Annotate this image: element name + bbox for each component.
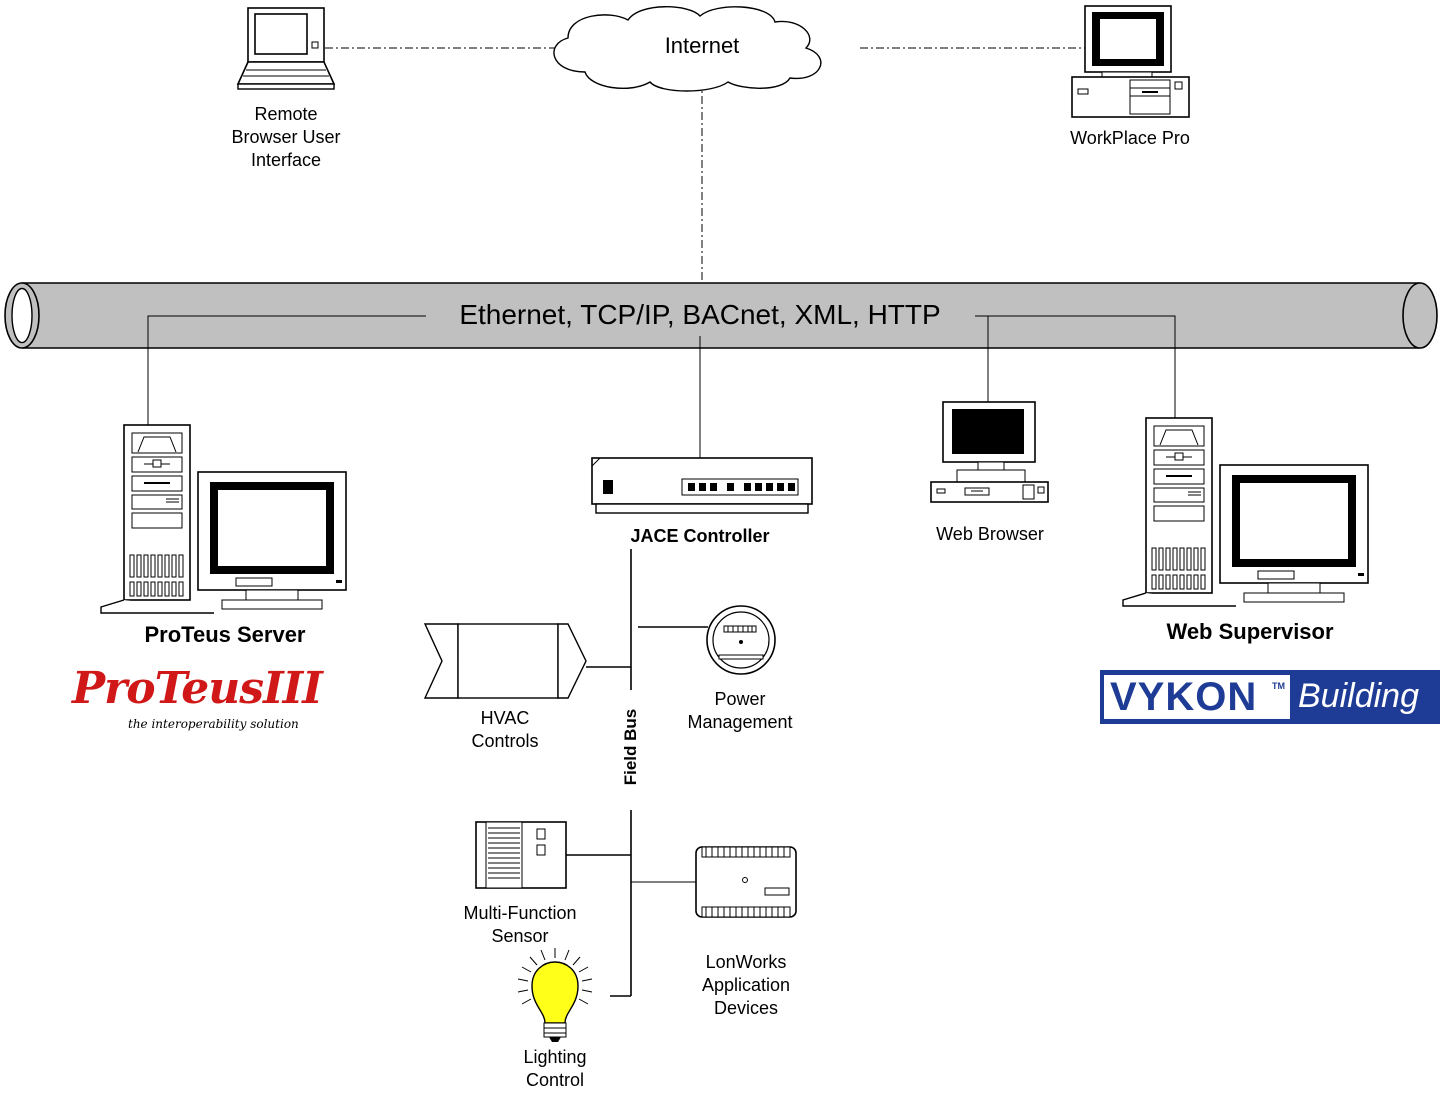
web-browser-icon	[930, 401, 1049, 503]
power-management-label: Power Management	[687, 689, 793, 732]
proteus-logo: ProTeusIII the interoperability solution	[68, 662, 324, 742]
proteus-logo-tagline: the interoperability solution	[128, 717, 299, 731]
vykon-logo-box: VYKON TM	[1104, 675, 1290, 719]
vykon-logo-text: VYKON	[1110, 675, 1258, 719]
lonworks-device-icon	[695, 846, 797, 918]
internet-links	[325, 47, 1085, 288]
web-supervisor-label: Web Supervisor	[1166, 619, 1334, 644]
multi-function-sensor-icon	[475, 821, 567, 889]
field-bus-line	[566, 549, 708, 997]
vykon-logo-tm: TM	[1272, 681, 1285, 691]
vykon-logo-suffix: Building	[1298, 677, 1419, 715]
proteus-server-label: ProTeus Server	[144, 622, 306, 647]
jace-controller-icon	[591, 457, 813, 514]
ethernet-label: Ethernet, TCP/IP, BACnet, XML, HTTP	[426, 298, 974, 332]
vykon-logo: VYKON TM Building	[1100, 670, 1440, 724]
jace-controller-label: JACE Controller	[630, 526, 770, 546]
remote-browser-label: Remote Browser User Interface	[231, 104, 341, 170]
field-bus-label: Field Bus	[621, 708, 640, 786]
multi-function-sensor-label: Multi-Function Sensor	[463, 903, 577, 946]
network-connections	[147, 315, 1176, 458]
lighting-control-label: Lighting Control	[523, 1047, 587, 1090]
proteus-logo-text: ProTeusIII	[72, 663, 323, 714]
power-meter-icon	[706, 605, 776, 675]
internet-cloud	[553, 6, 822, 92]
internet-label: Internet	[664, 33, 740, 58]
hvac-controls-label: HVAC Controls	[471, 708, 539, 751]
lonworks-label: LonWorks Application Devices	[701, 952, 791, 1018]
web-browser-label: Web Browser	[936, 524, 1044, 544]
web-supervisor-icon	[1122, 417, 1369, 607]
hvac-controls-icon	[423, 623, 587, 699]
proteus-server-icon	[100, 424, 347, 614]
workplace-pc-icon	[1071, 5, 1190, 118]
workplace-pro-label: WorkPlace Pro	[1070, 128, 1190, 148]
laptop-icon	[236, 7, 336, 90]
light-bulb-icon	[517, 948, 593, 1042]
